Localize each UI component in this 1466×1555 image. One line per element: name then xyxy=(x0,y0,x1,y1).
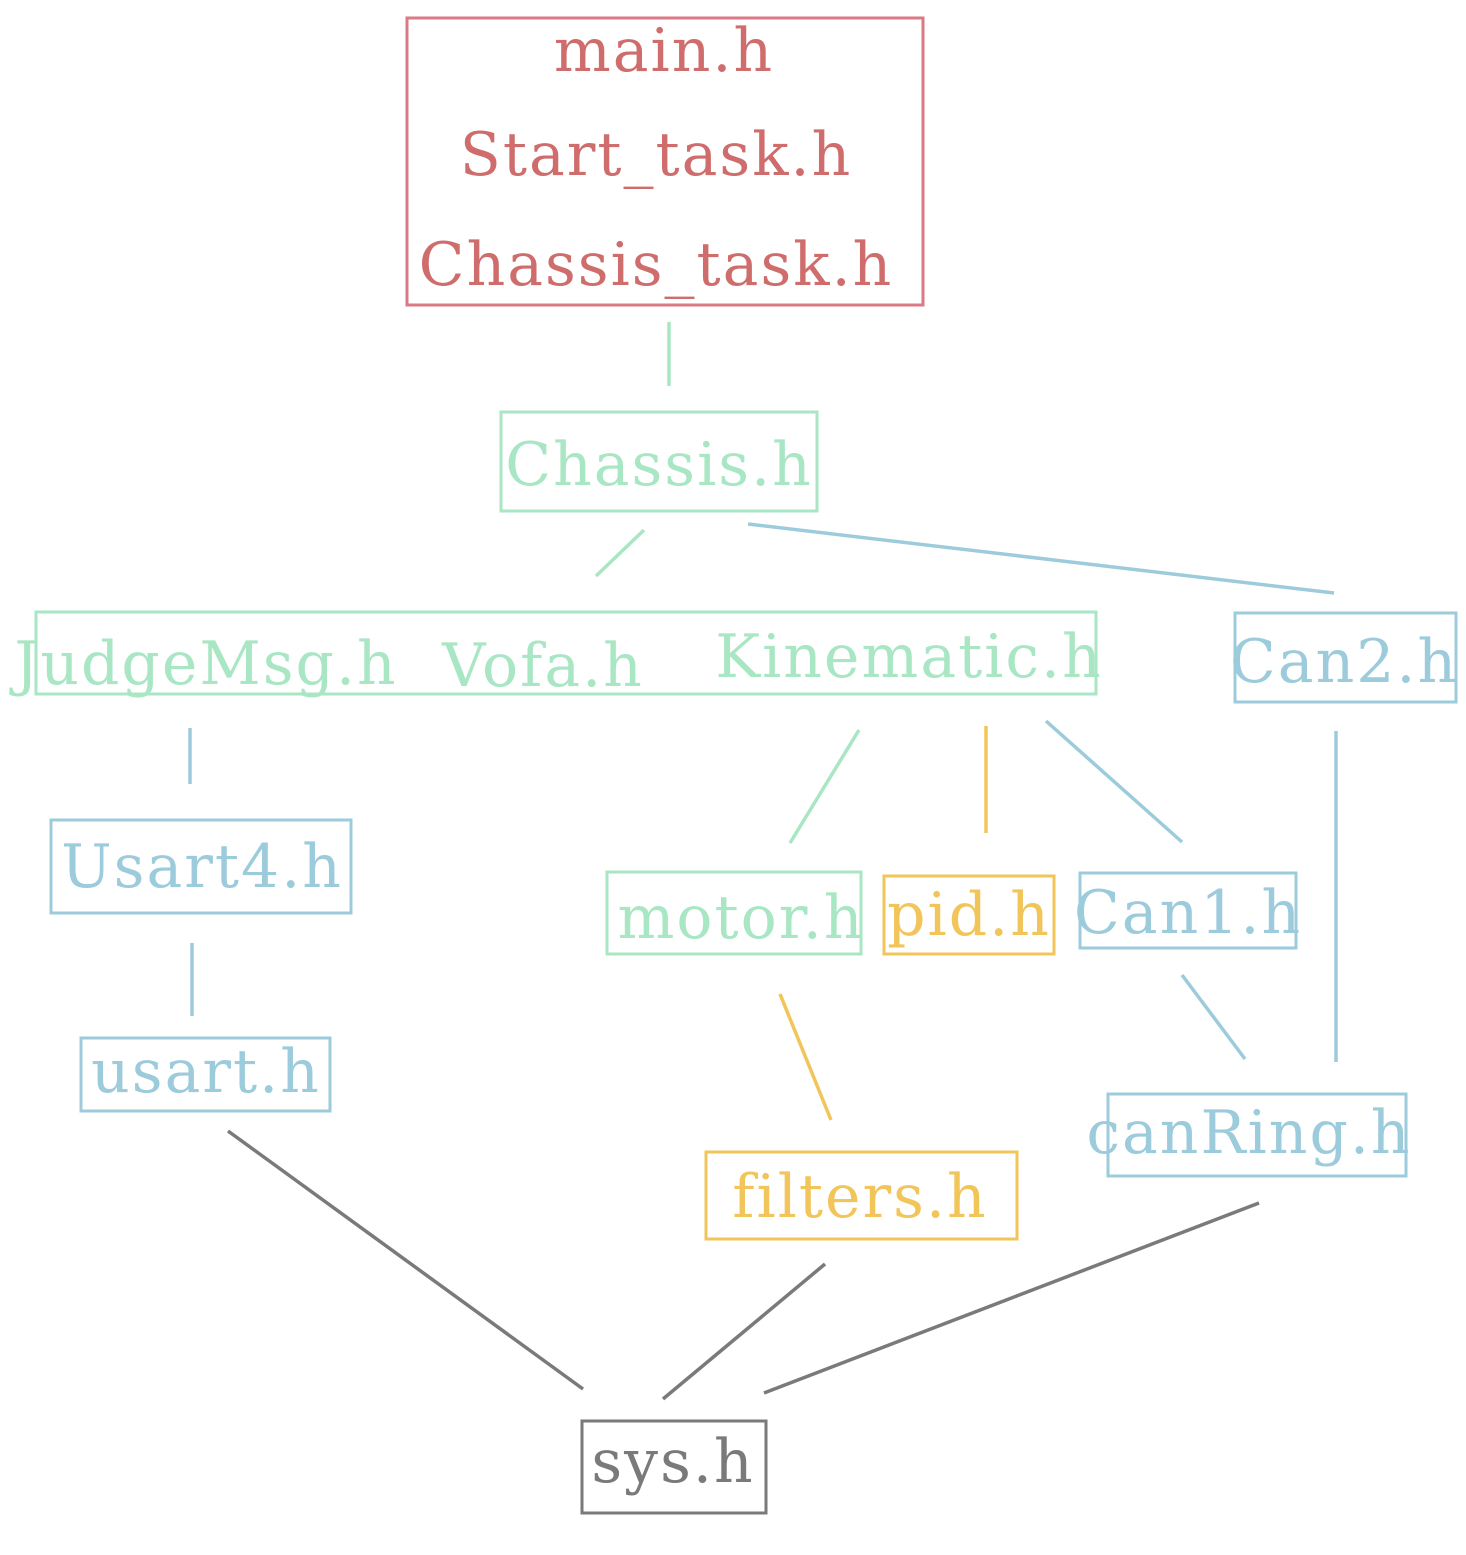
node-group: JudgeMsg.h Vofa.h Kinematic.h xyxy=(8,610,1102,701)
node-can1-label: Can1.h xyxy=(1074,878,1302,948)
node-kinematic-label: Kinematic.h xyxy=(715,622,1102,692)
node-top-box xyxy=(405,16,925,307)
node-filters: filters.h xyxy=(704,1150,1019,1241)
node-can2-box xyxy=(1233,611,1458,704)
edge-kinematic-can1 xyxy=(1044,719,1184,844)
node-motor: motor.h xyxy=(605,870,864,956)
node-canring-label: canRing.h xyxy=(1086,1098,1411,1168)
node-top-line-1: main.h xyxy=(554,16,774,86)
edges xyxy=(188,322,1338,1401)
node-sys-box xyxy=(580,1419,768,1515)
node-pid-label: pid.h xyxy=(887,880,1051,950)
edge-motor-filters xyxy=(778,993,833,1121)
node-chassis: Chassis.h xyxy=(499,410,819,513)
edge-chassis-can2 xyxy=(747,522,1335,595)
node-filters-box xyxy=(704,1150,1019,1241)
edge-chassis-group xyxy=(594,528,646,578)
node-can1-box xyxy=(1078,871,1298,950)
node-usart4-label: Usart4.h xyxy=(61,832,343,902)
edge-canring-sys xyxy=(763,1201,1260,1395)
node-pid: pid.h xyxy=(882,874,1056,956)
node-top: main.h Start_task.h Chassis_task.h xyxy=(405,16,925,307)
node-can2-label: Can2.h xyxy=(1230,627,1458,697)
node-motor-label: motor.h xyxy=(617,883,864,953)
node-canring-box xyxy=(1106,1092,1408,1178)
edge-filters-sys xyxy=(661,1262,827,1401)
node-pid-box xyxy=(882,874,1056,956)
node-chassis-label: Chassis.h xyxy=(505,430,813,500)
node-chassis-box xyxy=(499,410,819,513)
node-can2: Can2.h xyxy=(1230,611,1458,704)
edge-usart-sys xyxy=(226,1129,585,1391)
node-usart-label: usart.h xyxy=(91,1037,321,1107)
node-motor-box xyxy=(605,870,863,956)
node-top-line-3: Chassis_task.h xyxy=(419,230,894,300)
edge-kinematic-motor xyxy=(788,729,861,844)
node-vofa-label: Vofa.h xyxy=(441,631,644,701)
node-canring: canRing.h xyxy=(1086,1092,1411,1178)
node-sys-label: sys.h xyxy=(591,1427,754,1497)
node-usart-box xyxy=(79,1036,332,1113)
node-can1: Can1.h xyxy=(1074,871,1302,950)
node-usart: usart.h xyxy=(79,1036,332,1113)
edge-can1-canring xyxy=(1180,973,1247,1061)
node-filters-label: filters.h xyxy=(732,1162,987,1232)
node-group-box xyxy=(34,610,1098,696)
node-usart4: Usart4.h xyxy=(49,818,353,915)
node-judgemsg-label: JudgeMsg.h xyxy=(8,629,397,699)
node-sys: sys.h xyxy=(580,1419,768,1515)
node-usart4-box xyxy=(49,818,353,915)
node-top-line-2: Start_task.h xyxy=(460,120,853,190)
